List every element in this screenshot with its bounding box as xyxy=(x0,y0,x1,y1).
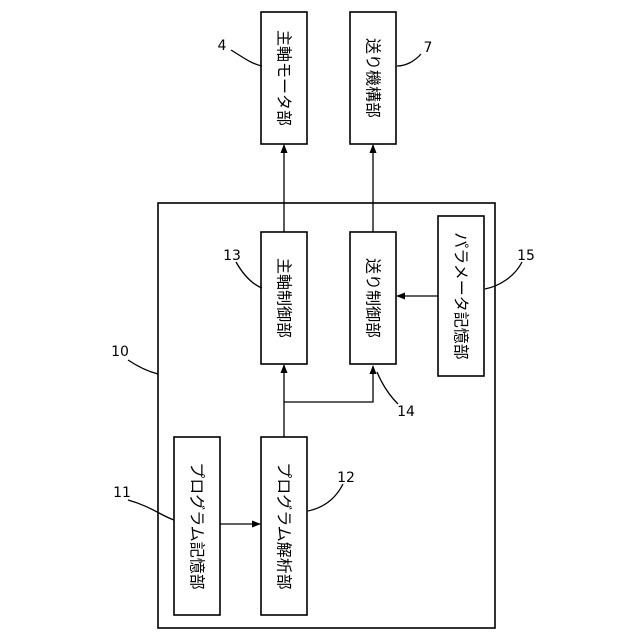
ref-feed-mechanism: 7 xyxy=(424,40,433,56)
leader-13 xyxy=(236,262,262,288)
feed-control-label: 送り制御部 xyxy=(364,258,383,338)
leader-11 xyxy=(128,500,174,520)
spindle-control-label: 主軸制御部 xyxy=(275,258,294,338)
leader-12 xyxy=(308,484,343,511)
ref-spindle-control: 13 xyxy=(223,248,241,264)
ref-controller: 10 xyxy=(111,344,129,360)
leader-10 xyxy=(128,360,158,374)
ref-program-storage: 11 xyxy=(113,485,131,501)
ref-program-analysis: 12 xyxy=(337,470,355,486)
spindle-motor-label: 主軸モータ部 xyxy=(275,30,294,126)
ref-feed-control: 14 xyxy=(397,404,415,420)
parameter-storage-label: パラメータ記憶部 xyxy=(452,232,471,360)
leader-7 xyxy=(397,54,421,66)
leader-4 xyxy=(231,50,262,66)
leader-15 xyxy=(485,262,522,289)
program-storage-label: プログラム記憶部 xyxy=(188,462,207,590)
ref-parameter-storage: 15 xyxy=(517,248,535,264)
ref-spindle-motor: 4 xyxy=(218,38,227,54)
arrow-analysis-to-feed-control xyxy=(284,366,373,402)
leader-14 xyxy=(377,372,398,404)
program-analysis-label: プログラム解析部 xyxy=(275,462,294,590)
feed-mechanism-label: 送り機構部 xyxy=(364,38,383,118)
